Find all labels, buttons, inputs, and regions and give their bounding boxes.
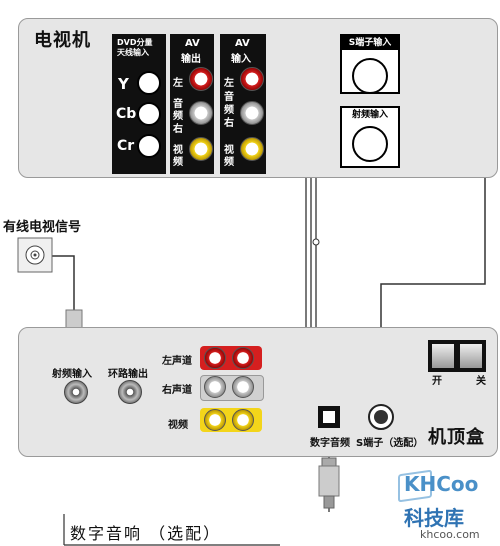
stb-video-jack-2[interactable] [232,409,254,431]
watermark-cn: 科技库 [404,506,464,530]
cable-signal-label: 有线电视信号 [3,220,82,235]
dvd-header-1: DVD分量 [117,38,153,47]
av-out-audio-2: 频 [173,111,183,122]
label-cb: Cb [116,106,137,122]
svideo-input-label: S端子输入 [342,36,398,50]
av-out-header-2: 输出 [181,54,201,65]
dvd-header-2: 天线输入 [117,48,149,57]
watermark-logo: KHCoo [398,469,496,503]
stb-left-jack-2[interactable] [232,347,254,369]
av-in-jack-red[interactable] [240,67,264,91]
jack-y[interactable] [137,71,161,95]
av-in-video-1: 视 [224,145,234,156]
svideo-cable [380,100,486,366]
svideo-input-box: S端子输入 [340,34,400,94]
tv-title: 电视机 [34,30,91,51]
stb-right-jack-1[interactable] [204,376,226,398]
av-in-jack-white[interactable] [240,101,264,125]
label-y: Y [118,75,129,93]
jack-cb[interactable] [137,102,161,126]
switch-off-label: 关 [476,376,486,387]
stb-rf-in-label: 射频输入 [52,369,92,380]
stb-left-jack-1[interactable] [204,347,226,369]
av-in-audio-2: 频 [224,105,234,116]
wall-outlet [17,237,53,273]
watermark-logo-text: KHCoo [404,472,479,496]
digital-speaker-label: 数字音响 （选配） [70,524,222,543]
av-in-header-1: AV [235,38,250,49]
av-in-left: 左 [224,78,234,89]
stb-rf-in-jack[interactable] [64,380,88,404]
av-out-header-1: AV [185,38,200,49]
plug-digital-audio [318,457,340,509]
switch-off-segment[interactable] [460,344,482,368]
svideo-input-jack[interactable] [352,58,388,94]
stb-loop-out-jack[interactable] [118,380,142,404]
stb-video-label: 视频 [168,420,188,431]
stb-svideo-jack[interactable] [368,404,394,430]
av-out-video-1: 视 [173,145,183,156]
stb-video-jack-1[interactable] [204,409,226,431]
label-cr: Cr [117,138,135,154]
coax-cable-wall [52,255,75,310]
stb-svideo-label: S端子（选配） [356,438,424,449]
stb-right-jack-2[interactable] [232,376,254,398]
av-out-jack-red[interactable] [189,67,213,91]
av-out-left: 左 [173,78,183,89]
av-out-audio-1: 音 [173,99,183,110]
tv-rf-input-label: 射频输入 [342,108,398,122]
switch-on-segment[interactable] [432,344,454,368]
stb-right-channel-label: 右声道 [162,385,192,396]
tv-rf-input-box: 射频输入 [340,106,400,168]
av-in-audio-1: 音 [224,92,234,103]
jack-cr[interactable] [137,134,161,158]
av-out-jack-yellow[interactable] [189,137,213,161]
stb-digital-audio-jack[interactable] [318,406,340,428]
stb-digital-audio-label: 数字音频 [310,438,350,449]
watermark-url: khcoo.com [420,528,480,541]
switch-on-label: 开 [432,376,442,387]
stb-loop-out-label: 环路输出 [108,369,148,380]
av-in-header-2: 输入 [231,54,251,65]
tv-rf-input-jack[interactable] [352,126,388,162]
stb-left-channel-label: 左声道 [162,356,192,367]
av-in-video-2: 频 [224,157,234,168]
av-in-jack-yellow[interactable] [240,137,264,161]
av-out-jack-white[interactable] [189,101,213,125]
av-in-right: 右 [224,118,234,129]
av-out-video-2: 频 [173,157,183,168]
av-out-right: 右 [173,124,183,135]
power-switch[interactable] [428,340,486,372]
stb-title: 机顶盒 [428,427,485,448]
